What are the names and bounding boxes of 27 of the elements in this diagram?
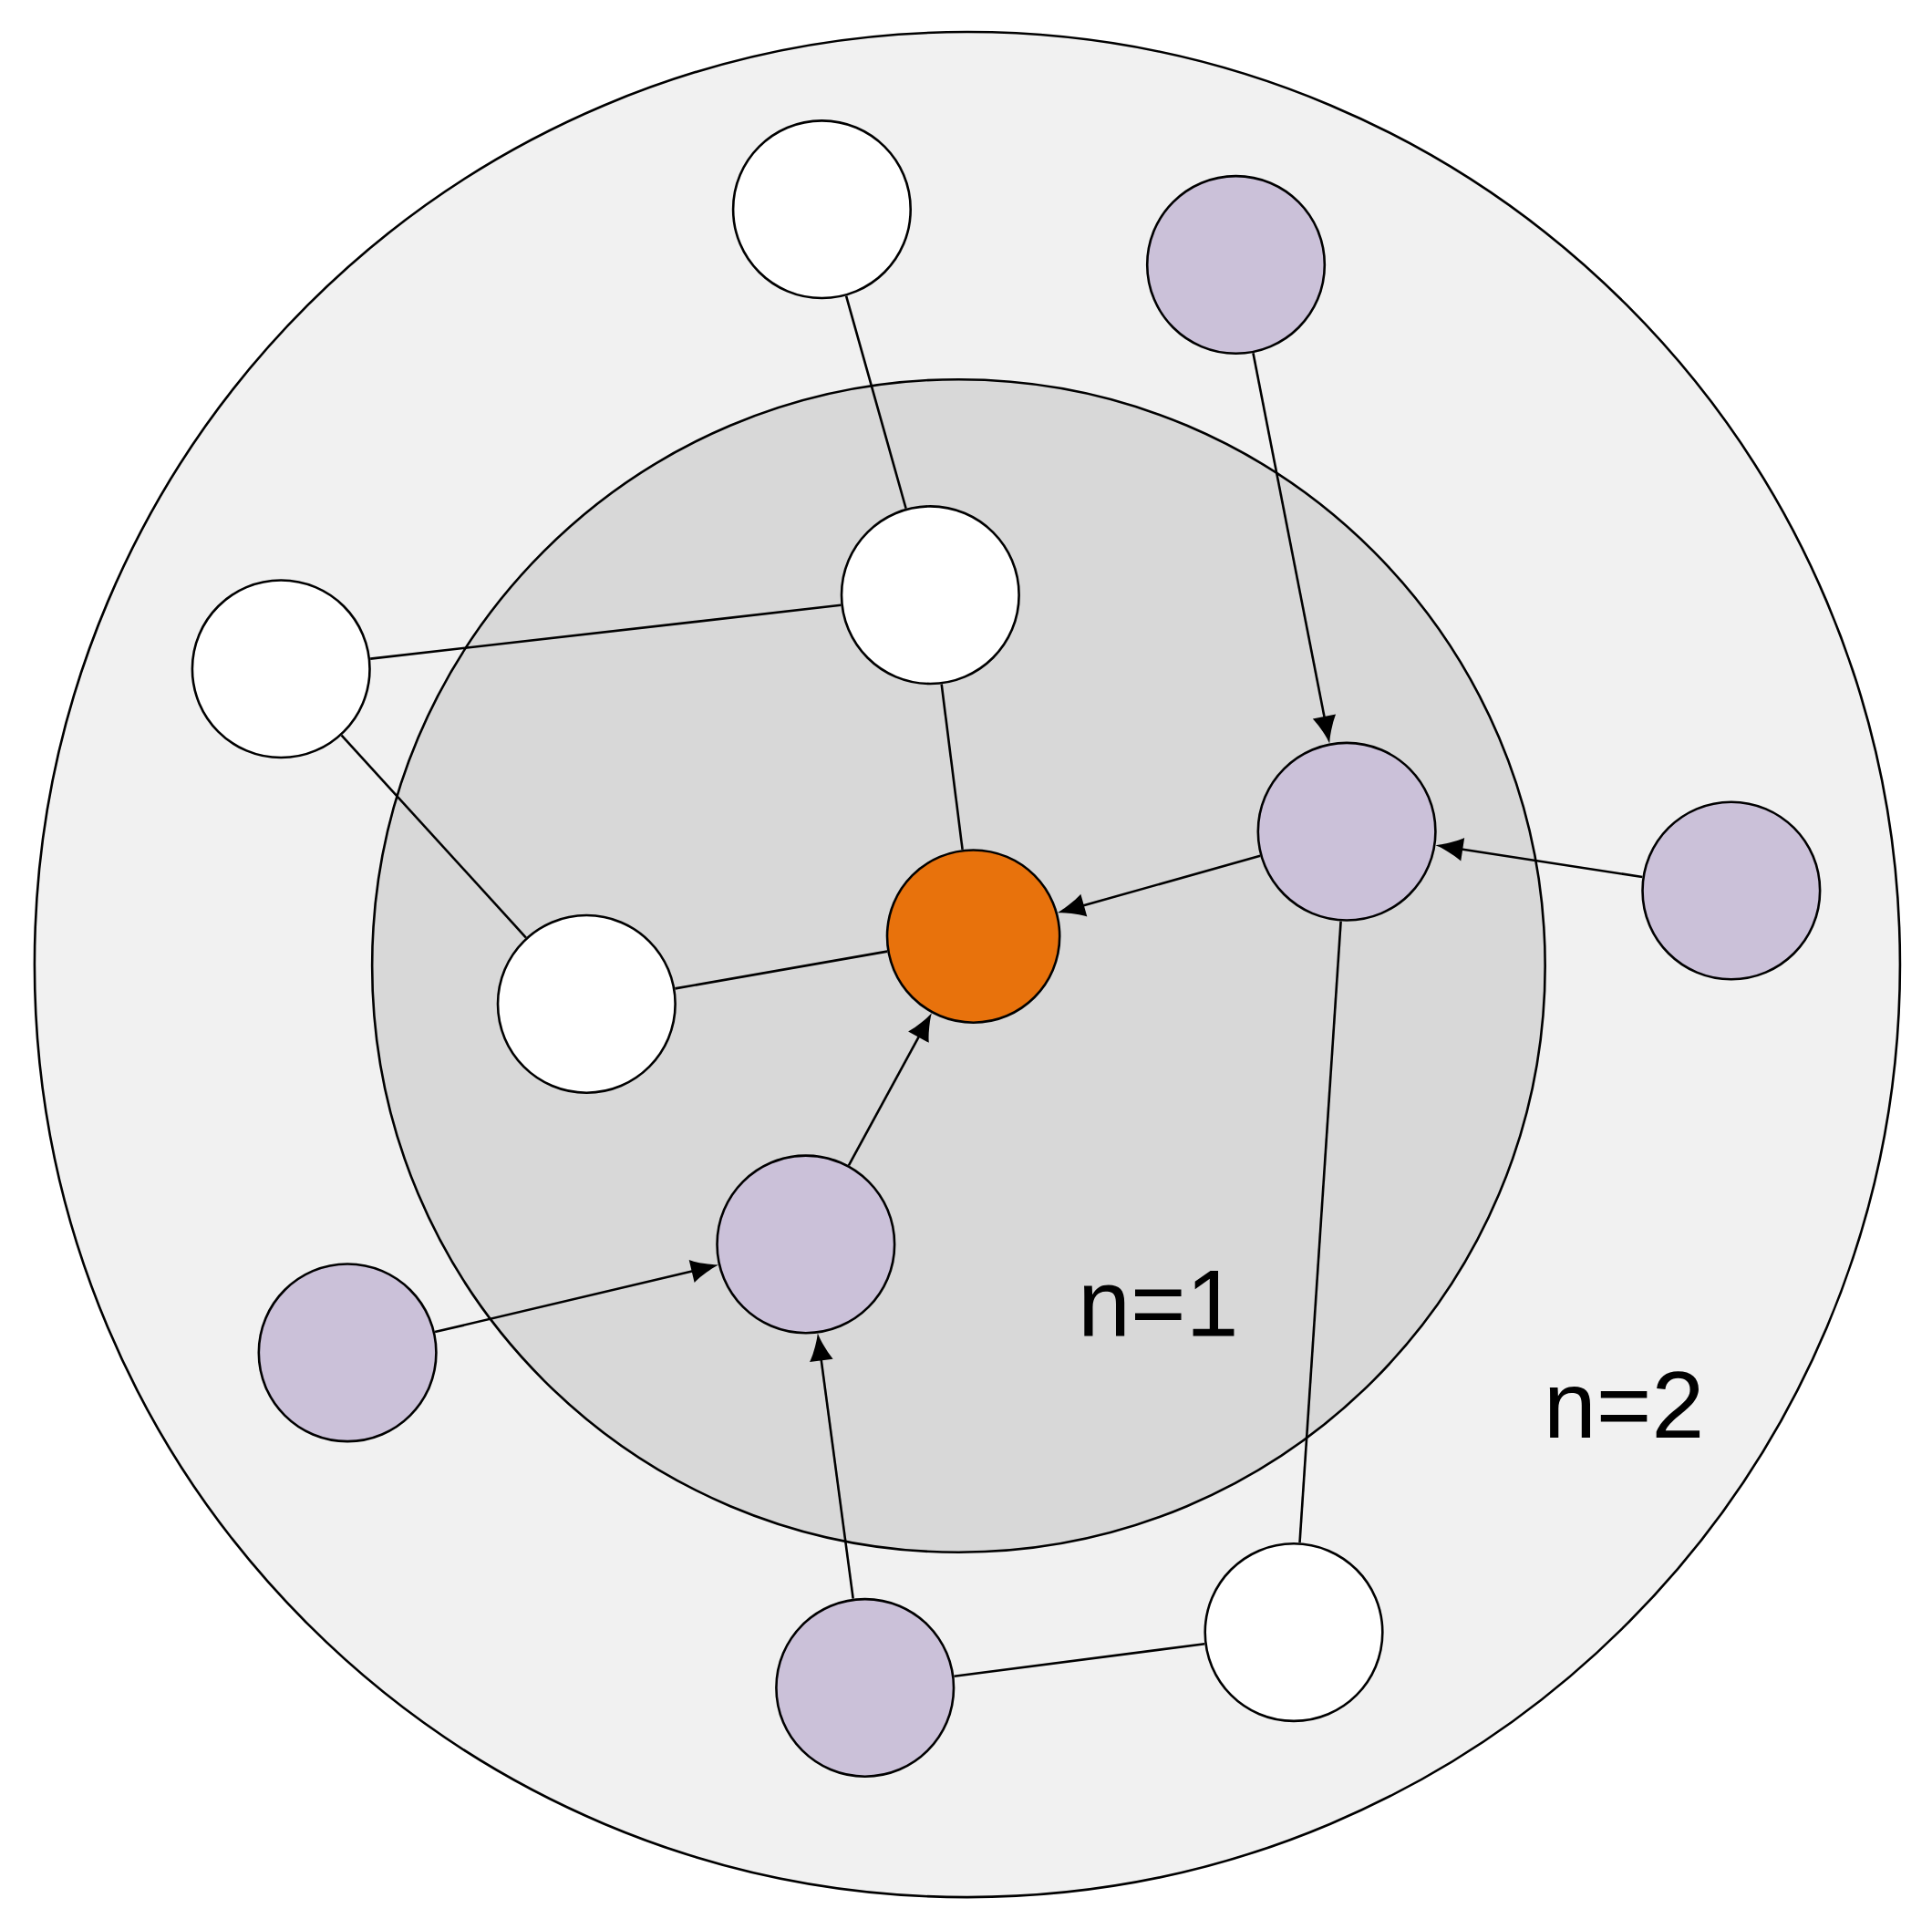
circle-node (191, 579, 371, 759)
arrow (1060, 854, 1261, 916)
circle-node (496, 913, 677, 1094)
band-label: n=1 (1084, 1271, 1235, 1336)
circle-node (885, 849, 1061, 1024)
circle-node (775, 1597, 956, 1778)
connector-line (370, 603, 842, 660)
circle-node (840, 505, 1020, 686)
arrow (1252, 352, 1336, 741)
arrow (1438, 838, 1643, 879)
arrow (810, 1336, 854, 1599)
connector-line (954, 1642, 1205, 1678)
connector-line (675, 950, 888, 990)
band-label: n=2 (1549, 1371, 1700, 1438)
circle-node (731, 119, 912, 300)
circle-node (1256, 741, 1437, 922)
circle-node (1641, 800, 1822, 981)
circle-node (257, 1263, 438, 1443)
circle-node (1204, 1542, 1384, 1723)
arrow (847, 1016, 931, 1166)
circle-node (716, 1154, 896, 1335)
connector-line (340, 734, 527, 939)
connector-line (1298, 921, 1342, 1543)
connector-line (940, 684, 964, 851)
connector-line (844, 295, 907, 510)
circle-node (1145, 174, 1327, 356)
arrow (434, 1260, 716, 1334)
